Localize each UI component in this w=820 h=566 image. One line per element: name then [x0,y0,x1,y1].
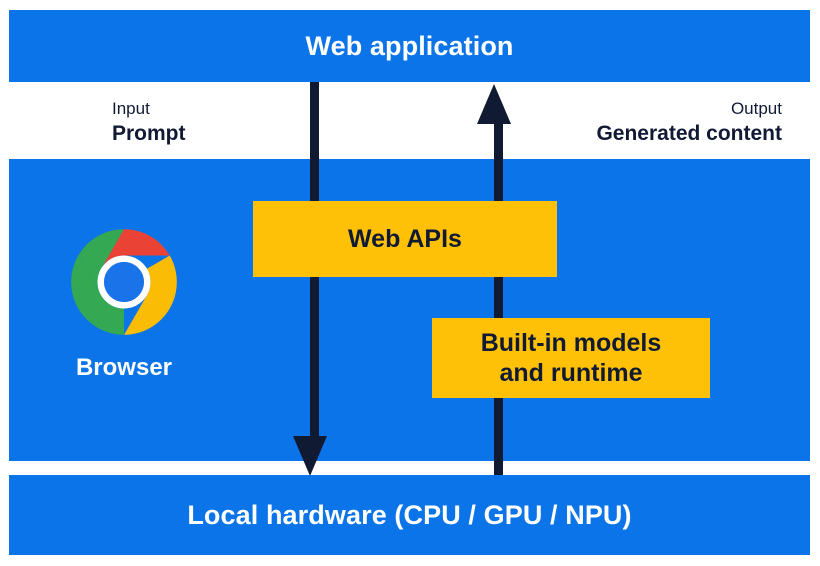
browser-label: Browser [75,354,173,381]
generated-content-arrow-stem [494,119,503,475]
input-kind-label: Input [112,99,150,118]
built-in-models-label: Built-in models and runtime [480,328,662,388]
web-apis-label: Web APIs [348,224,462,253]
web-application-band: Web application [9,10,810,82]
input-label-group: Input Prompt [112,99,186,146]
browser-group: Browser [62,228,186,382]
input-value-label: Prompt [112,121,186,145]
output-label-group: Output Generated content [596,99,782,146]
web-application-label: Web application [305,30,514,61]
output-kind-label: Output [730,99,782,118]
prompt-arrow-head-icon [293,436,327,476]
output-value-label: Generated content [596,121,782,145]
local-hardware-band: Local hardware (CPU / GPU / NPU) [9,475,810,555]
local-hardware-label: Local hardware (CPU / GPU / NPU) [187,499,632,530]
web-apis-box: Web APIs [253,201,557,277]
generated-content-arrow-head-icon [477,84,511,124]
chrome-logo-icon [71,229,177,335]
built-in-models-box: Built-in models and runtime [432,318,710,398]
